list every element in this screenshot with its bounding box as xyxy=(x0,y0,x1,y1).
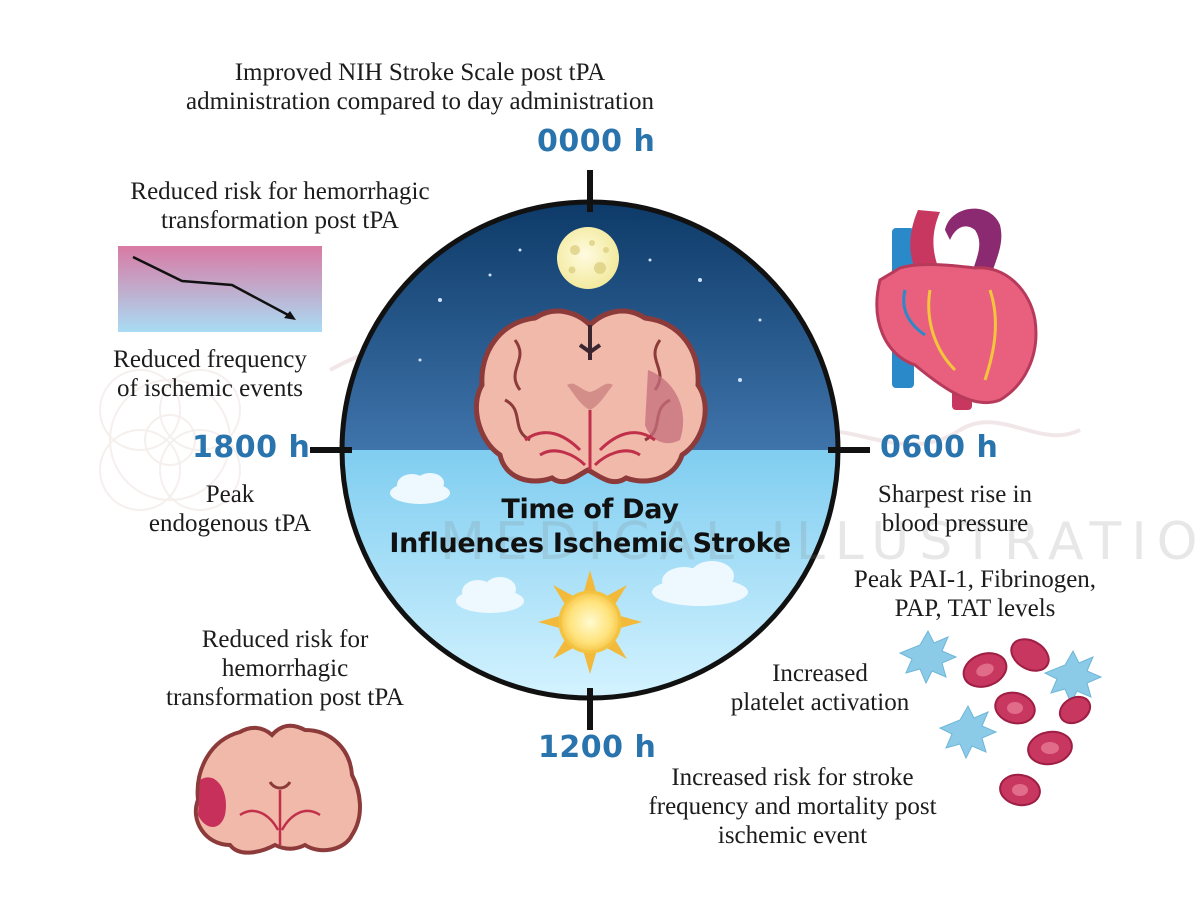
time-label-morning: 0600 h xyxy=(880,430,999,465)
cloud-icon xyxy=(390,473,450,504)
brain-icon xyxy=(193,723,362,855)
trend-down-chart-icon xyxy=(118,246,322,332)
cloud-icon xyxy=(652,561,748,606)
label-right-pai: Peak PAI-1, Fibrinogen, PAP, TAT levels xyxy=(853,566,1097,622)
watermark-flower xyxy=(99,369,241,511)
time-label-midnight: 0000 h xyxy=(537,124,656,159)
label-bottom-left: Reduced risk for hemorrhagic transformat… xyxy=(166,626,404,711)
title-line-1: Time of Day xyxy=(501,494,679,525)
platelet-icon xyxy=(898,629,1103,760)
label-bottom-right: Increased risk for stroke frequency and … xyxy=(648,764,937,849)
label-left-below: Peak endogenous tPA xyxy=(148,481,312,537)
time-label-noon: 1200 h xyxy=(538,730,657,765)
heart-icon xyxy=(875,208,1038,410)
clock-ticks xyxy=(310,170,870,730)
sun-icon xyxy=(538,570,642,674)
label-mid-left: Reduced frequency of ischemic events xyxy=(113,346,307,402)
brain-icon xyxy=(473,308,708,485)
label-top: Improved NIH Stroke Scale post tPA admin… xyxy=(186,59,654,115)
time-label-evening: 1800 h xyxy=(192,430,311,465)
title-line-2: Influences Ischemic Stroke xyxy=(389,528,791,559)
label-right-platelet: Increased platelet activation xyxy=(730,660,910,716)
diagram-title: Time of Day Influences Ischemic Stroke xyxy=(380,493,800,561)
stars xyxy=(418,248,762,382)
label-top-left: Reduced risk for hemorrhagic transformat… xyxy=(130,178,430,234)
moon-icon xyxy=(557,227,619,289)
watermark-text: MEDICAL ILLUSTRATION xyxy=(440,512,1200,572)
cloud-icon xyxy=(456,577,524,613)
label-right-bp: Sharpest rise in blood pressure xyxy=(877,481,1033,537)
